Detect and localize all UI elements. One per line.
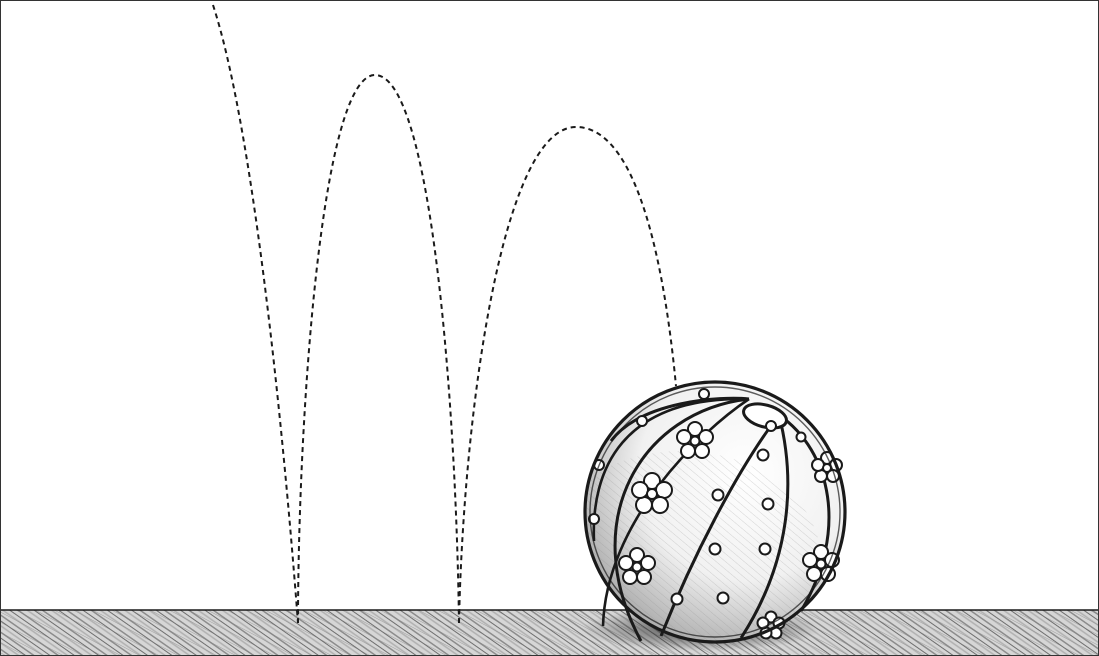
trajectory-incoming-drop	[213, 5, 298, 623]
ground	[1, 610, 1098, 655]
trajectory-bounce-1	[298, 75, 459, 623]
